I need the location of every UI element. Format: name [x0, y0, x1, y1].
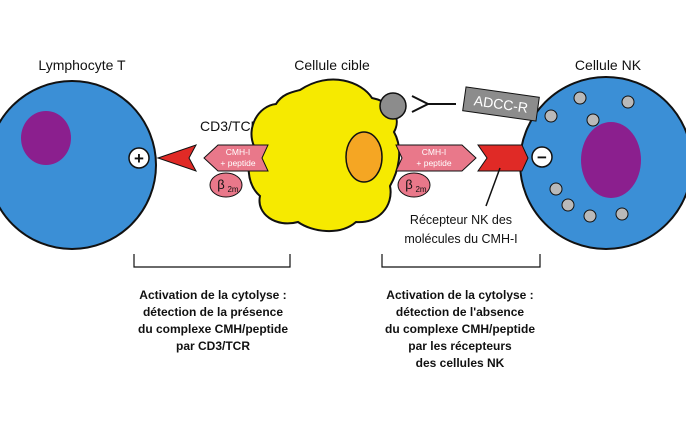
granule: [549, 182, 563, 196]
mhc-right-line1: CMH-I: [422, 147, 447, 157]
adcc-r-label: ADCC-R: [473, 92, 529, 115]
nk-receptor: [477, 144, 529, 172]
antibody-y-shape: [411, 95, 456, 113]
adcc-r-box: [462, 86, 540, 122]
target-cell: [247, 78, 407, 233]
mhc-left-shape: [203, 144, 269, 172]
granule: [573, 91, 587, 105]
beta2m-left-sub: 2m: [227, 185, 238, 194]
cd3-tcr-label: CD3/TCR: [200, 118, 261, 134]
mhc-right: CMH-I + peptide β 2m: [395, 144, 477, 198]
gray-antibody-ball: [379, 92, 407, 120]
t-cell-nucleus: [21, 111, 71, 165]
nk-granules: [544, 91, 635, 223]
nk-receptor-label-line2: molécules du CMH-I: [404, 232, 517, 246]
minus-sign: −: [537, 148, 547, 167]
t-cell-label: Lymphocyte T: [38, 57, 126, 73]
adcc-receptor: ADCC-R: [411, 86, 540, 122]
orange-vesicle: [345, 131, 383, 183]
nk-cell-label: Cellule NK: [575, 57, 642, 73]
right-caption-line: du complexe CMH/peptide: [385, 322, 535, 336]
target-cell-label: Cellule cible: [294, 57, 370, 73]
beta2m-right: [397, 172, 431, 198]
granule: [583, 209, 597, 223]
nk-receptor-pointer: [485, 167, 501, 207]
nk-cell-nucleus: [581, 122, 641, 198]
left-caption: Activation de la cytolyse : détection de…: [138, 288, 288, 353]
cd3-tcr-receptor: [156, 144, 198, 172]
nk-cell: −: [519, 76, 686, 250]
granule: [615, 207, 629, 221]
left-caption-line: Activation de la cytolyse :: [139, 288, 286, 302]
granule: [544, 109, 558, 123]
left-caption-line: détection de la présence: [143, 305, 283, 319]
right-caption: Activation de la cytolyse : détection de…: [385, 288, 535, 370]
beta2m-right-symbol: β: [405, 177, 412, 192]
left-caption-line: par CD3/TCR: [176, 339, 250, 353]
right-caption-line: par les récepteurs: [408, 339, 512, 353]
minus-sign-circle: [531, 146, 553, 168]
beta2m-left-symbol: β: [217, 177, 224, 192]
mhc-left-line1: CMH-I: [226, 147, 251, 157]
right-bracket: [381, 254, 541, 268]
beta2m-left: [209, 172, 243, 198]
plus-sign: +: [134, 149, 144, 168]
left-caption-line: du complexe CMH/peptide: [138, 322, 288, 336]
mhc-left: CMH-I + peptide β 2m: [203, 144, 269, 198]
mhc-left-line2: + peptide: [220, 158, 255, 168]
granule: [586, 113, 600, 127]
beta2m-right-sub: 2m: [415, 185, 426, 194]
right-caption-line: détection de l'absence: [396, 305, 525, 319]
t-lymphocyte: +: [0, 80, 157, 250]
granule: [561, 198, 575, 212]
mhc-right-shape: [395, 144, 477, 172]
granule: [621, 95, 635, 109]
left-bracket: [133, 254, 291, 268]
plus-sign-circle: [128, 147, 150, 169]
mhc-right-line2: + peptide: [416, 158, 451, 168]
right-caption-line: des cellules NK: [416, 356, 505, 370]
right-caption-line: Activation de la cytolyse :: [386, 288, 533, 302]
nk-receptor-label-line1: Récepteur NK des: [410, 213, 512, 227]
